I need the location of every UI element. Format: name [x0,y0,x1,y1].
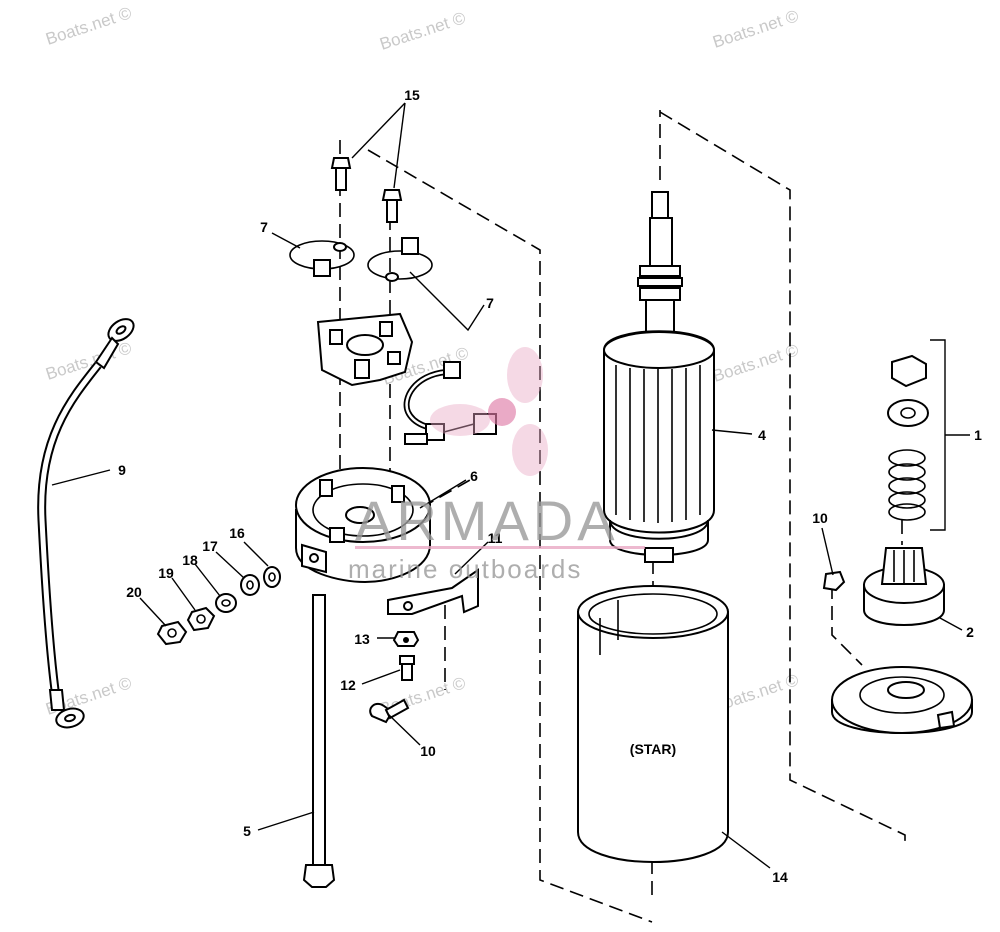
callout-15: 15 [404,87,420,103]
callout-7-upper: 7 [260,219,268,235]
callout-13: 13 [354,631,370,647]
field-housing-part: (STAR) [577,585,729,863]
callout-2: 2 [966,624,974,640]
callout-19: 19 [158,565,174,581]
callout-11: 11 [488,530,503,546]
callout-4: 4 [758,427,766,443]
callout-20: 20 [126,584,142,600]
callout-numbers: 15 7 7 6 9 4 1 2 10 11 13 12 10 5 14 16 … [118,87,982,885]
site-watermark: Boats.net © [43,3,134,49]
housing-label: (STAR) [630,741,676,757]
callout-6: 6 [470,468,478,484]
propeller-logo [430,347,548,476]
end-frame-part [295,467,431,584]
ground-cable-part [37,318,135,729]
site-watermark: Boats.net © [710,6,801,52]
drive-end-cap-part [831,666,973,734]
callout-9: 9 [118,462,126,478]
site-watermark: Boats.net © [710,340,801,386]
callout-16: 16 [229,525,245,541]
callout-18: 18 [182,552,198,568]
callout-12: 12 [340,677,356,693]
callout-8: 10 [812,510,828,526]
washers-and-nuts-part [156,566,281,646]
site-watermark: Boats.net © [377,8,468,54]
screws-part [330,157,403,223]
brush-holder-part [316,312,414,387]
pinion-drive-part [863,547,945,626]
through-bolt-part [302,594,336,888]
brand-watermark: ARMADA marine outboards [348,347,645,584]
callout-7-lower: 7 [486,295,494,311]
brand-name: ARMADA [355,489,619,552]
armature-part [603,191,715,563]
callout-5: 5 [243,823,251,839]
callout-10: 10 [420,743,436,759]
brand-underline [355,546,645,549]
nut-part [822,570,846,592]
drive-kit-part [887,339,946,531]
callout-1: 1 [974,427,982,443]
leader-lines [51,102,970,869]
bracket-part [387,568,479,615]
callout-17: 17 [202,538,218,554]
brand-tagline: marine outboards [348,554,582,584]
brush-springs-part [289,237,433,282]
callout-14: 14 [772,869,788,885]
small-fasteners-part [369,631,420,724]
brush-lead-part [403,361,497,445]
